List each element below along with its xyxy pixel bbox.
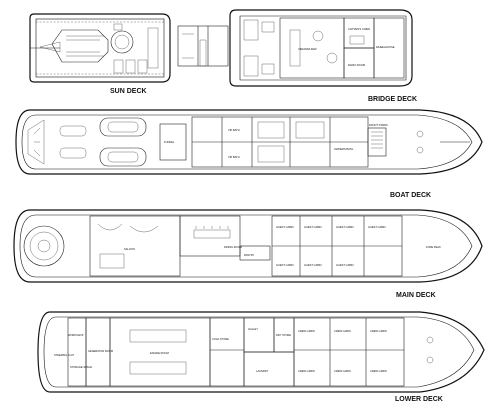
crew-cabin-label-6: CREW CABIN <box>370 369 387 373</box>
main-deck-title: MAIN DECK <box>396 292 436 299</box>
captains-cabin-label: CAPTAIN'S CABIN <box>348 27 370 31</box>
sun-deck-title: SUN DECK <box>110 88 147 95</box>
owners-bath-label: OWNERS BATH <box>334 147 353 151</box>
guest-cabin-label-4: GUEST CABIN <box>368 225 386 229</box>
sun-deck: SUN DECK <box>29 13 171 95</box>
crew-cabin-label-3: CREW CABIN <box>370 329 387 333</box>
engine-starboard <box>129 361 187 375</box>
radio-room-label: RADIO ROOM <box>348 63 365 67</box>
crew-cabin-label-4: CREW CABIN <box>298 369 315 373</box>
laundry-label: LAUNDRY <box>256 369 269 373</box>
guest-cabin-label-3: GUEST CABIN <box>336 225 354 229</box>
crew-cabin-label-1: CREW CABIN <box>298 329 315 333</box>
guest-cabin-label-1: GUEST CABIN <box>276 225 294 229</box>
salon-label: SALOON <box>124 247 135 251</box>
storage-space-label: STORAGE SPACE <box>70 365 92 369</box>
wheelhouse-label: WHEELHOUSE <box>376 45 395 49</box>
galley-label: GALLEY <box>248 327 258 331</box>
guest-cabin-label-5: GUEST CABIN <box>276 263 294 267</box>
pantry-label: PANTRY <box>244 253 255 257</box>
boat-deck-title: BOAT DECK <box>390 192 431 199</box>
veranda-bar-label: VERANDA BAR <box>298 47 317 51</box>
generator-room-label: GENERATOR ROOM <box>88 349 113 353</box>
crew-cabin-label-2: CREW CABIN <box>334 329 351 333</box>
guest-cabin-label-2: GUEST CABIN <box>304 225 322 229</box>
guest-cabin-label-6: GUEST CABIN <box>304 263 322 267</box>
bridge-deck-outline <box>229 9 413 87</box>
jacuzzi <box>110 30 134 54</box>
guest-cabin-label-7: GUEST CABIN <box>336 263 354 267</box>
workshop-label: WORKSHOP <box>68 333 84 337</box>
fore-peak-label: FORE PEAK <box>426 245 441 249</box>
vip-bath-label-1: VIP BATH <box>228 128 240 132</box>
engine-room-label: ENGINE ROOM <box>150 351 169 355</box>
front-stairs-label: FRONT STAIRS <box>369 123 388 127</box>
aft-lounge-seating <box>23 225 65 267</box>
boat-deck: FUNNEL VIP BATH VIP BATH OWNERS BATH FRO… <box>15 109 483 199</box>
lower-deck: STEERING FLAT WORKSHOP STORAGE SPACE GEN… <box>37 311 485 403</box>
crew-cabin-label-5: CREW CABIN <box>334 369 351 373</box>
funnel-label: FUNNEL <box>164 140 175 144</box>
engine-port <box>129 329 187 343</box>
radar-mast <box>51 29 109 63</box>
bridge-deck: VERANDA BAR CAPTAIN'S CABIN WHEELHOUSE R… <box>177 9 417 103</box>
tender-port <box>99 117 147 137</box>
main-deck: SALOON DINING ROOM PANTRY GUEST CABIN GU… <box>13 209 483 299</box>
vip-bath-label-2: VIP BATH <box>228 155 240 159</box>
bridge-deck-title: BRIDGE DECK <box>368 96 417 103</box>
dry-store-label: DRY STORE <box>276 333 291 337</box>
dining-room-label: DINING ROOM <box>224 245 242 249</box>
cold-store-label: COLD STORE <box>212 337 229 341</box>
tender-starboard <box>99 147 147 167</box>
steering-flat-label: STEERING FLAT <box>54 353 75 357</box>
lower-deck-title: LOWER DECK <box>395 396 443 403</box>
